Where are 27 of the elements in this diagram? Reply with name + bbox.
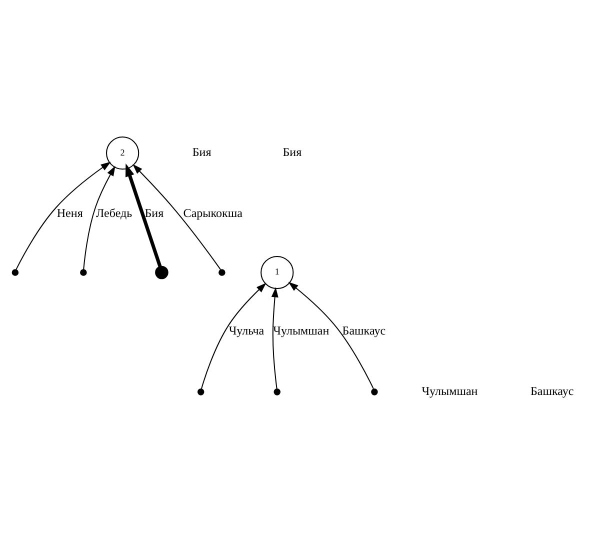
edge-label: Лебедь xyxy=(96,205,132,220)
label: Бия xyxy=(282,144,302,159)
arrow xyxy=(83,165,116,269)
edge-label: Сарыкокша xyxy=(183,205,242,220)
arrow xyxy=(271,286,278,388)
edge-label: Бия xyxy=(144,205,164,220)
arrow xyxy=(126,162,162,266)
label: Бия xyxy=(192,144,212,159)
node-circle: 1 xyxy=(260,255,294,289)
node-dot xyxy=(80,268,87,276)
node-dot xyxy=(371,388,378,395)
edge-label: Башкаус xyxy=(342,322,386,337)
edge-label: Чульча xyxy=(228,322,264,337)
node-dot xyxy=(274,388,281,395)
node-circle: 2 xyxy=(106,136,140,170)
arrow xyxy=(132,164,221,270)
node-dot xyxy=(155,265,168,279)
edge-label: Чулымшан xyxy=(273,322,330,337)
edge-label: Неня xyxy=(56,205,83,220)
node-dot xyxy=(197,388,204,395)
arrow xyxy=(200,282,266,388)
arrow xyxy=(16,161,111,270)
label: Башкаус xyxy=(530,384,574,398)
node-dot xyxy=(218,268,226,276)
node-dot xyxy=(12,268,19,276)
arrow xyxy=(288,281,374,388)
label: Чулымшан xyxy=(422,384,478,398)
